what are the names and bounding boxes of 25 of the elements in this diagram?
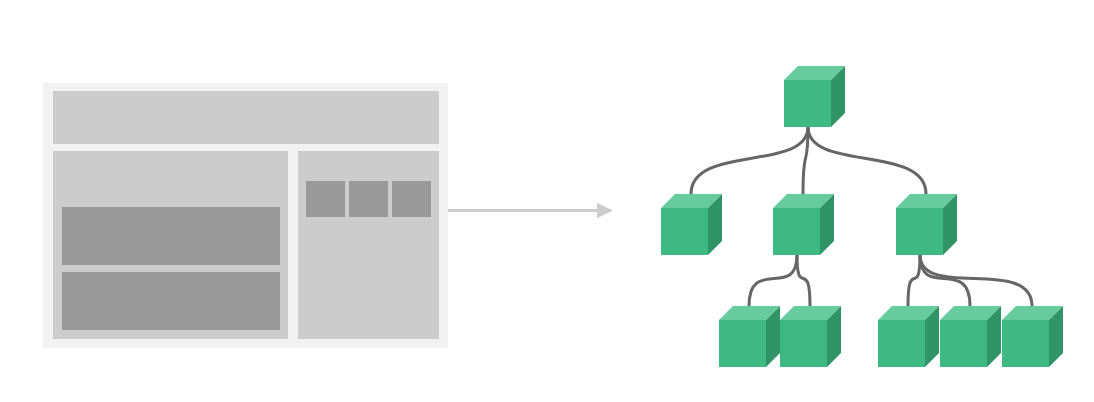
component-cube <box>719 306 780 367</box>
connector-line <box>906 254 922 307</box>
connector-line <box>795 254 812 307</box>
main-content-block <box>53 151 288 339</box>
sidebar-item-block <box>306 181 345 217</box>
component-cube <box>661 194 722 255</box>
header-block <box>53 91 439 144</box>
connector-line <box>918 254 1034 307</box>
component-cube <box>878 306 939 367</box>
content-block <box>62 272 280 330</box>
connector-line <box>747 254 799 307</box>
sidebar-block <box>298 151 439 339</box>
content-block <box>62 207 280 265</box>
component-cube <box>1002 306 1063 367</box>
component-cube <box>780 306 841 367</box>
sidebar-item-block <box>349 181 388 217</box>
arrow <box>448 202 613 219</box>
component-cube <box>784 66 845 127</box>
connector-line <box>801 127 810 194</box>
component-cube <box>896 194 957 255</box>
connector-line <box>806 126 928 195</box>
page-layout-panel <box>43 83 448 348</box>
sidebar-item-block <box>392 181 431 217</box>
component-cube <box>940 306 1001 367</box>
component-cube <box>773 194 834 255</box>
